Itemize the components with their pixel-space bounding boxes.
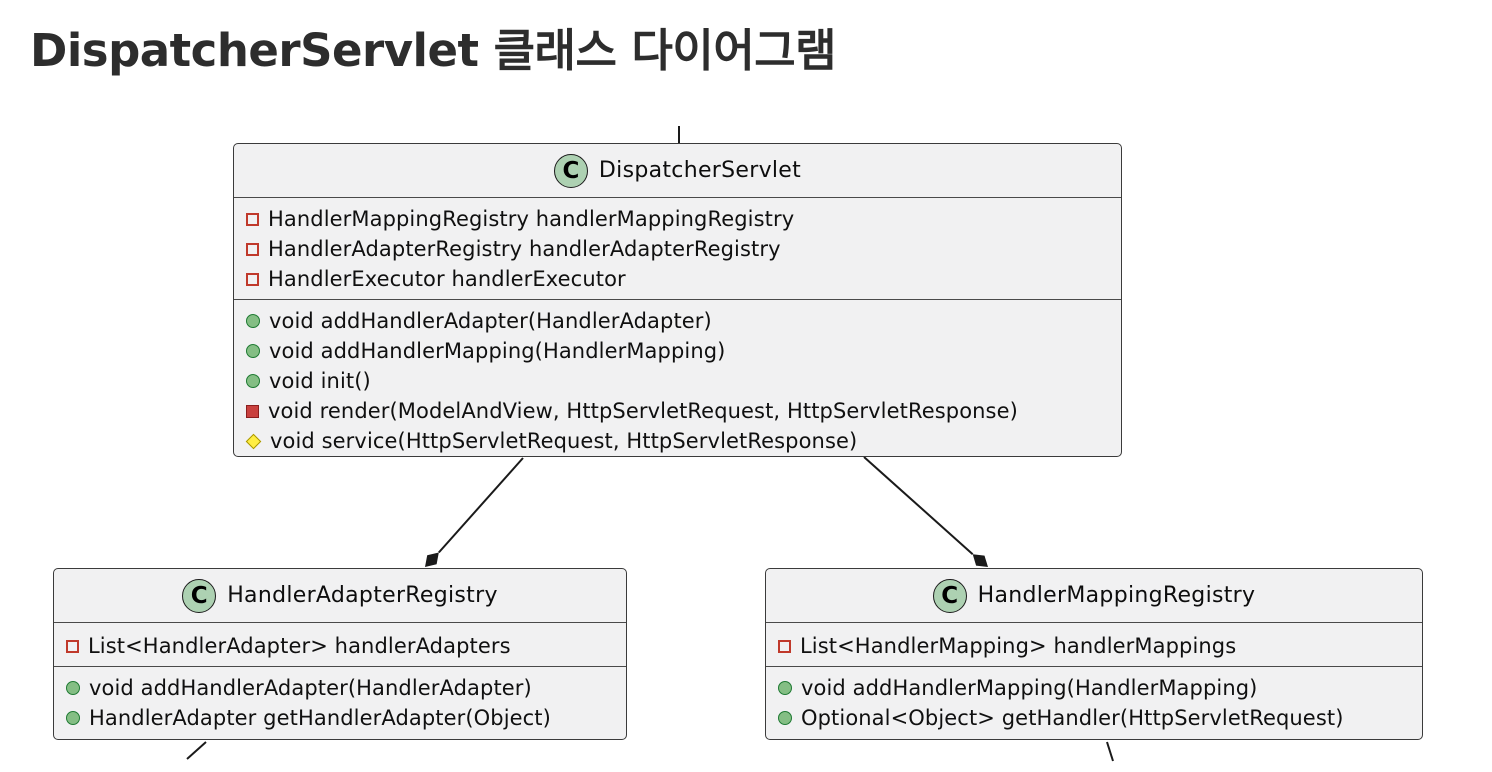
- fields-section: List<HandlerAdapter> handlerAdapters: [54, 623, 626, 667]
- class-name: DispatcherServlet: [598, 158, 802, 183]
- class-header: C HandlerMappingRegistry: [766, 569, 1422, 623]
- method-text: void addHandlerMapping(HandlerMapping): [801, 676, 1258, 700]
- field-row: List<HandlerMapping> handlerMappings: [778, 631, 1410, 661]
- method-text: HandlerAdapter getHandlerAdapter(Object): [89, 706, 551, 730]
- class-badge-icon: C: [553, 153, 588, 188]
- public-method-icon: [246, 314, 260, 328]
- private-field-icon: [66, 639, 79, 653]
- class-box-dispatcher-servlet: C DispatcherServlet HandlerMappingRegist…: [233, 143, 1122, 457]
- field-text: List<HandlerAdapter> handlerAdapters: [88, 634, 511, 658]
- truncated-link-bottom-left: [186, 741, 207, 760]
- private-field-icon: [246, 242, 259, 256]
- public-method-icon: [778, 681, 792, 695]
- field-text: List<HandlerMapping> handlerMappings: [800, 634, 1237, 658]
- fields-section: HandlerMappingRegistry handlerMappingReg…: [234, 198, 1121, 300]
- private-field-icon: [246, 212, 259, 226]
- field-text: HandlerExecutor handlerExecutor: [268, 267, 626, 291]
- method-text: void render(ModelAndView, HttpServletReq…: [268, 399, 1018, 423]
- private-field-icon: [246, 272, 259, 286]
- private-field-icon: [778, 639, 791, 653]
- field-row: HandlerExecutor handlerExecutor: [246, 264, 1109, 294]
- composition-diamond-icon: [972, 554, 988, 567]
- class-box-handler-mapping-registry: C HandlerMappingRegistry List<HandlerMap…: [765, 568, 1423, 740]
- method-row: void addHandlerAdapter(HandlerAdapter): [66, 673, 614, 703]
- page-title: DispatcherServlet 클래스 다이어그램: [30, 24, 837, 77]
- field-text: HandlerMappingRegistry handlerMappingReg…: [268, 207, 795, 231]
- methods-section: void addHandlerAdapter(HandlerAdapter) v…: [234, 300, 1121, 456]
- method-row: void addHandlerMapping(HandlerMapping): [778, 673, 1410, 703]
- field-text: HandlerAdapterRegistry handlerAdapterReg…: [268, 237, 781, 261]
- methods-section: void addHandlerMapping(HandlerMapping) O…: [766, 667, 1422, 739]
- public-method-icon: [246, 374, 260, 388]
- private-method-icon: [246, 404, 259, 418]
- methods-section: void addHandlerAdapter(HandlerAdapter) H…: [54, 667, 626, 739]
- class-name: HandlerAdapterRegistry: [227, 583, 498, 608]
- method-text: void addHandlerAdapter(HandlerAdapter): [89, 676, 532, 700]
- public-method-icon: [66, 681, 80, 695]
- method-row: HandlerAdapter getHandlerAdapter(Object): [66, 703, 614, 733]
- composition-link-mapping-registry: [863, 456, 974, 555]
- protected-method-icon: [245, 433, 262, 449]
- field-row: HandlerAdapterRegistry handlerAdapterReg…: [246, 234, 1109, 264]
- method-text: void service(HttpServletRequest, HttpSer…: [270, 429, 858, 453]
- method-text: void init(): [269, 369, 371, 393]
- method-row: void render(ModelAndView, HttpServletReq…: [246, 396, 1109, 426]
- method-row: void addHandlerMapping(HandlerMapping): [246, 336, 1109, 366]
- method-row: void init(): [246, 366, 1109, 396]
- composition-link-adapter-registry: [438, 457, 524, 554]
- method-row: void service(HttpServletRequest, HttpSer…: [245, 426, 1109, 456]
- class-header: C HandlerAdapterRegistry: [54, 569, 626, 623]
- method-text: void addHandlerAdapter(HandlerAdapter): [269, 309, 712, 333]
- class-badge-icon: C: [932, 578, 967, 613]
- method-text: void addHandlerMapping(HandlerMapping): [269, 339, 726, 363]
- field-row: List<HandlerAdapter> handlerAdapters: [66, 631, 614, 661]
- class-badge-icon: C: [182, 578, 217, 613]
- class-box-handler-adapter-registry: C HandlerAdapterRegistry List<HandlerAda…: [53, 568, 627, 740]
- composition-diamond-icon: [425, 552, 439, 567]
- method-row: void addHandlerAdapter(HandlerAdapter): [246, 306, 1109, 336]
- class-name: HandlerMappingRegistry: [977, 583, 1256, 608]
- truncated-link-bottom-right: [1106, 741, 1114, 762]
- class-header: C DispatcherServlet: [234, 144, 1121, 198]
- public-method-icon: [246, 344, 260, 358]
- field-row: HandlerMappingRegistry handlerMappingReg…: [246, 204, 1109, 234]
- public-method-icon: [778, 711, 792, 725]
- method-row: Optional<Object> getHandler(HttpServletR…: [778, 703, 1410, 733]
- method-text: Optional<Object> getHandler(HttpServletR…: [801, 706, 1344, 730]
- fields-section: List<HandlerMapping> handlerMappings: [766, 623, 1422, 667]
- public-method-icon: [66, 711, 80, 725]
